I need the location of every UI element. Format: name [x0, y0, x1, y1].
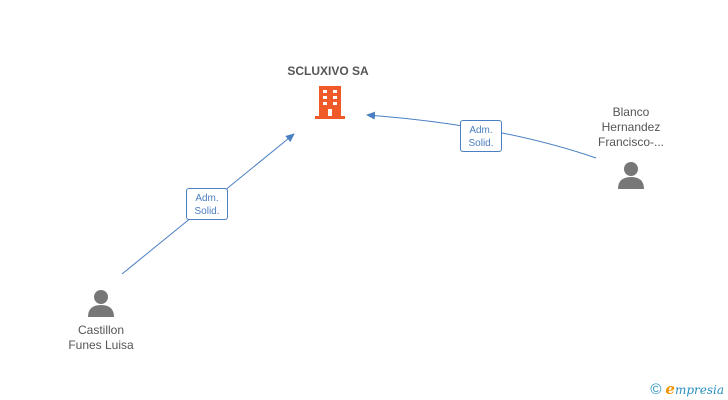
copyright-footer: © empresia: [650, 380, 724, 398]
name-line: Blanco: [612, 105, 650, 119]
brand-name: mpresia: [674, 383, 724, 397]
edge-label-line: Solid.: [468, 138, 494, 149]
edge-label-castillon: Adm. Solid.: [186, 188, 228, 220]
brand-initial: e: [665, 380, 675, 398]
building-icon[interactable]: [315, 86, 345, 119]
edge-label-line: Adm.: [469, 125, 493, 136]
person-icon[interactable]: [88, 290, 114, 317]
edge-label-line: Solid.: [194, 206, 220, 217]
copyright-icon: ©: [650, 380, 662, 398]
company-name[interactable]: SCLUXIVO SA: [287, 64, 369, 78]
person-name-castillon[interactable]: Castillon Funes Luisa: [41, 323, 161, 353]
edge-label-blanco: Adm. Solid.: [460, 120, 502, 152]
name-line: Francisco-...: [597, 135, 664, 149]
brand-logo[interactable]: empresia: [665, 380, 724, 398]
name-line: Hernandez: [601, 120, 661, 134]
edge-label-line: Adm.: [195, 193, 219, 204]
name-line: Funes Luisa: [68, 338, 134, 352]
person-icon[interactable]: [618, 162, 644, 189]
person-name-blanco[interactable]: Blanco Hernandez Francisco-...: [571, 105, 691, 150]
name-line: Castillon: [77, 323, 125, 337]
